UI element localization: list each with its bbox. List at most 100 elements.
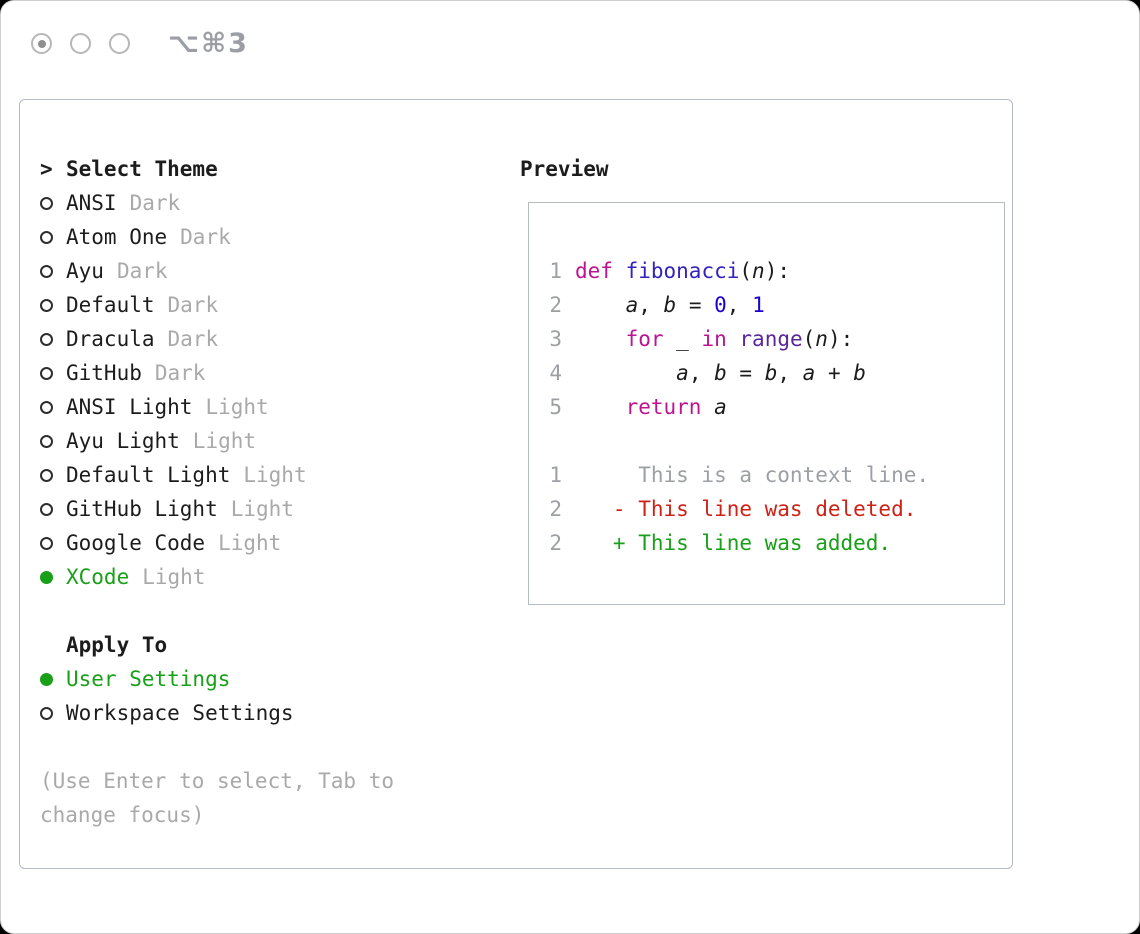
code-preview-box: 1 def fibonacci(n): 2 a, b = 0, 1 3 for … (528, 202, 1005, 605)
code-text: a, b = 0, 1 (625, 293, 765, 317)
theme-option[interactable]: GitHub Light Light (40, 492, 472, 526)
help-text: (Use Enter to select, Tab to change focu… (40, 769, 395, 827)
theme-option[interactable]: ANSI Dark (40, 186, 472, 220)
line-number: 2 (549, 531, 562, 555)
option-label: User Settings (66, 667, 231, 691)
code-text: def fibonacci(n): (575, 259, 790, 283)
preview-header: Preview (520, 157, 609, 181)
diff-line: 2 - This line was deleted. (549, 492, 1004, 526)
window-control-1[interactable] (31, 33, 52, 54)
option-variant-tag: Dark (154, 361, 206, 385)
code-line: 3 for _ in range(n): (549, 322, 1004, 356)
apply-option-list: User Settings Workspace Settings (40, 662, 472, 730)
radio-icon (40, 230, 53, 244)
option-variant-tag: Dark (167, 293, 219, 317)
theme-option[interactable]: Ayu Light Light (40, 424, 472, 458)
line-number: 4 (549, 361, 562, 385)
theme-dialog-panel: > Select Theme ANSI Dark Atom One Dark Ay… (19, 99, 1013, 869)
option-variant-tag: Dark (116, 259, 168, 283)
option-label: ANSI Light (66, 395, 193, 419)
option-variant-tag: Light (205, 395, 269, 419)
code-text: for _ in range(n): (625, 327, 854, 351)
diff-line: 2 + This line was added. (549, 526, 1004, 560)
radio-icon (40, 502, 53, 516)
option-variant-tag: Dark (167, 327, 219, 351)
radio-icon (40, 298, 53, 312)
line-number: 1 (549, 259, 562, 283)
theme-list-column: > Select Theme ANSI Dark Atom One Dark Ay… (40, 152, 472, 832)
diff-block: 1 This is a context line. 2 - This line … (549, 458, 1004, 560)
code-block: 1 def fibonacci(n): 2 a, b = 0, 1 3 for … (549, 254, 1004, 424)
diff-text: This is a context line. (575, 463, 930, 487)
code-text: a, b = b, a + b (676, 361, 866, 385)
option-variant-tag: Dark (129, 191, 181, 215)
apply-option[interactable]: Workspace Settings (40, 696, 472, 730)
radio-icon (40, 400, 53, 414)
option-variant-tag: Light (243, 463, 307, 487)
option-label: Dracula (66, 327, 155, 351)
diff-line: 1 This is a context line. (549, 458, 1004, 492)
option-label: Google Code (66, 531, 206, 555)
titlebar: ⌥⌘3 (31, 28, 249, 59)
radio-icon (40, 196, 53, 210)
select-theme-header: > Select Theme (40, 152, 472, 186)
option-label: GitHub (66, 361, 142, 385)
radio-icon (40, 706, 53, 720)
theme-option[interactable]: Dracula Dark (40, 322, 472, 356)
apply-option[interactable]: User Settings (40, 662, 472, 696)
line-number: 2 (549, 293, 562, 317)
option-label: Default (66, 293, 155, 317)
option-label: ANSI (66, 191, 117, 215)
diff-text: - This line was deleted. (575, 497, 917, 521)
window-control-3[interactable] (109, 33, 130, 54)
spacer (40, 594, 472, 628)
option-variant-tag: Light (218, 531, 282, 555)
code-line: 2 a, b = 0, 1 (549, 288, 1004, 322)
theme-option[interactable]: ANSI Light Light (40, 390, 472, 424)
option-variant-tag: Light (192, 429, 257, 453)
radio-icon (40, 366, 53, 380)
spacer (549, 424, 1004, 458)
radio-icon (40, 468, 53, 482)
theme-option[interactable]: Google Code Light (40, 526, 472, 560)
diff-text: + This line was added. (575, 531, 892, 555)
theme-option[interactable]: GitHub Dark (40, 356, 472, 390)
option-label: GitHub Light (66, 497, 218, 521)
theme-option[interactable]: Default Light Light (40, 458, 472, 492)
option-label: XCode (66, 565, 130, 589)
keyboard-shortcut-label: ⌥⌘3 (168, 28, 249, 59)
window-control-2[interactable] (70, 33, 91, 54)
theme-option-list: ANSI Dark Atom One Dark Ayu Dark Default… (40, 186, 472, 594)
theme-option[interactable]: Atom One Dark (40, 220, 472, 254)
radio-icon (40, 434, 53, 448)
code-text: return a (625, 395, 727, 419)
preview-column: Preview 1 def fibonacci(n): 2 a, b = 0, … (502, 152, 1005, 605)
line-number: 1 (549, 463, 562, 487)
option-label: Ayu (66, 259, 104, 283)
line-number: 5 (549, 395, 562, 419)
theme-option[interactable]: XCode Light (40, 560, 472, 594)
radio-icon (40, 536, 53, 550)
code-line: 1 def fibonacci(n): (549, 254, 1004, 288)
radio-icon (40, 264, 53, 278)
prompt-cursor-icon: > (40, 157, 53, 181)
line-number: 2 (549, 497, 562, 521)
radio-icon (40, 570, 53, 584)
option-label: Atom One (66, 225, 168, 249)
line-number: 3 (549, 327, 562, 351)
select-theme-title: Select Theme (66, 157, 218, 181)
option-variant-tag: Light (230, 497, 294, 521)
radio-icon (40, 672, 53, 686)
code-line: 4 a, b = b, a + b (549, 356, 1004, 390)
code-line: 5 return a (549, 390, 1004, 424)
option-label: Default Light (66, 463, 231, 487)
selected-dot-icon (37, 39, 46, 48)
apply-to-header: Apply To (66, 633, 168, 657)
option-label: Workspace Settings (66, 701, 294, 725)
theme-option[interactable]: Default Dark (40, 288, 472, 322)
theme-option[interactable]: Ayu Dark (40, 254, 472, 288)
option-variant-tag: Dark (180, 225, 231, 249)
radio-icon (40, 332, 53, 346)
option-variant-tag: Light (142, 565, 206, 589)
